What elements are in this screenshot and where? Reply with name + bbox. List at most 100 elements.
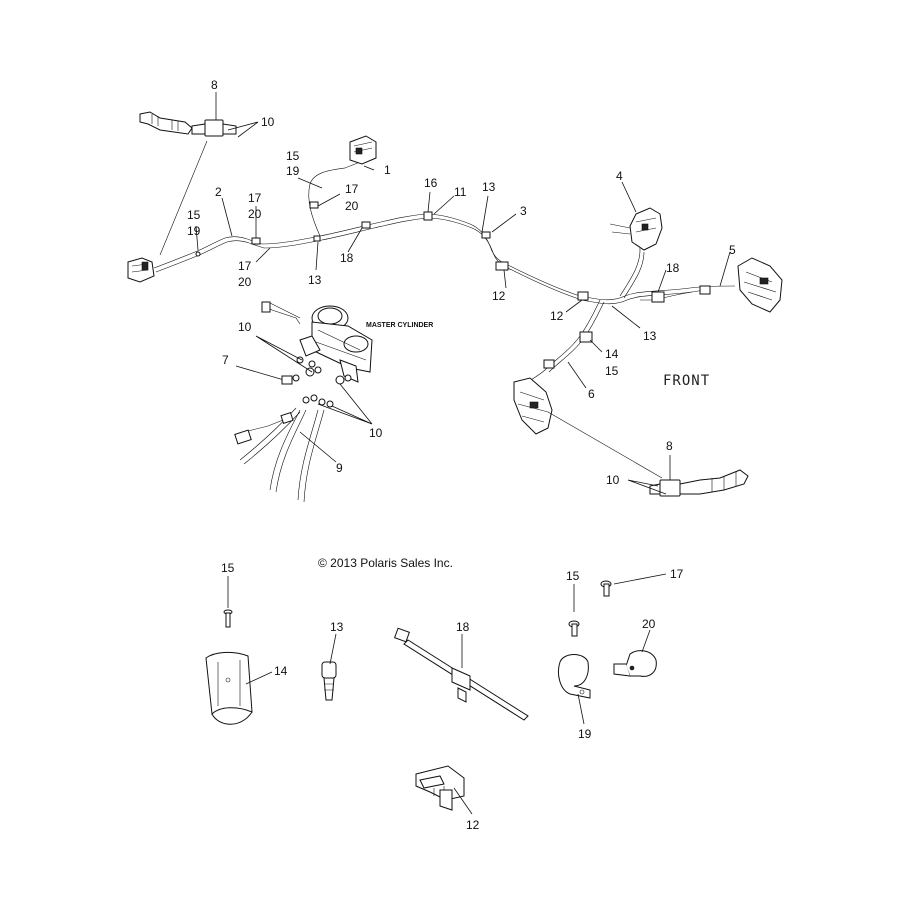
copyright-text: © 2013 Polaris Sales Inc. [318,556,453,570]
callout-15-c: 15 [605,364,619,378]
leader-19 [577,693,585,725]
clip-13 [321,661,337,701]
screw-17 [600,580,612,597]
callout-18-b: 18 [666,261,680,275]
callout-10-top: 10 [261,115,275,129]
callout-17-b: 17 [248,191,262,205]
callout-15-b: 15 [187,208,201,222]
cable-tie-18 [394,627,529,721]
leader-11 [433,195,455,215]
leader-10-mc-bottom [317,383,373,425]
leader-9 [299,431,337,463]
loose-part-14-label: 14 [274,664,288,678]
brake-switch-connector-bottom [649,469,749,497]
front-label: FRONT [663,373,710,389]
leader-12 [453,787,473,815]
callout-6: 6 [588,387,595,401]
right-caliper [737,257,783,313]
callout-19-a: 19 [286,164,300,178]
callout-2: 2 [215,185,222,199]
loose-part-13-label: 13 [330,620,344,634]
master-cylinder-fittings [283,356,352,408]
callout-14: 14 [605,347,619,361]
callout-19-b: 19 [187,224,201,238]
callout-10-mc-top: 10 [238,320,252,334]
callout-12-a: 12 [492,289,506,303]
loose-part-15b-label: 15 [566,569,580,583]
leader-12-b [565,299,583,313]
leader-5 [719,251,731,287]
leader-17 [613,573,667,585]
callout-4: 4 [616,169,623,183]
leader-13-b [481,195,489,233]
callout-13-a: 13 [308,273,322,287]
right-top-caliper [609,207,663,251]
loose-part-17-label: 17 [670,567,684,581]
callout-15-a: 15 [286,149,300,163]
leader-7 [235,365,285,381]
leader-6 [567,361,587,389]
callout-3: 3 [520,204,527,218]
top-caliper-sensor [349,135,377,165]
callout-11: 11 [454,185,467,199]
screw-15-left [223,609,233,628]
leader-4 [621,181,637,213]
leader-15-19-b [195,225,199,251]
bracket-clip-12 [415,765,465,811]
callout-20-a: 20 [345,199,359,213]
leader-15-19-a [297,177,323,189]
leader-12-a [503,269,507,289]
left-rear-sensor [127,257,155,283]
bolt-7 [281,375,293,385]
leader-10-bottom [627,479,667,495]
leader-caliper-to-switch [547,411,663,479]
brake-hoses-lower [234,407,325,503]
leader-2 [221,197,233,237]
callout-9: 9 [336,461,343,475]
callout-10-mc-bottom: 10 [369,426,383,440]
callout-17-a: 17 [345,182,359,196]
leader-14-15 [589,339,603,353]
leader-13-a [315,241,319,271]
p-clip-19 [557,654,591,699]
loose-part-12-label: 12 [466,818,480,832]
callout-13-b: 13 [482,180,496,194]
master-cylinder [261,301,373,383]
callout-20-b: 20 [248,207,262,221]
callout-8-bottom: 8 [666,439,673,453]
leader-1 [363,165,375,171]
loose-part-19-label: 19 [578,727,592,741]
callout-10-bottom: 10 [606,473,620,487]
leader-14 [245,671,273,685]
leader-18-b [657,269,667,293]
p-clip-20 [613,650,657,677]
master-cylinder-label: MASTER CYLINDER [366,322,433,329]
brake-switch-connector-top [139,111,237,137]
line-clips [195,201,711,369]
callout-5: 5 [729,243,736,257]
leader-17-20-a [317,193,341,207]
callout-1: 1 [384,163,391,177]
screw-15-right [568,620,580,637]
callout-13-c: 13 [643,329,657,343]
leader-20 [641,629,651,653]
callout-16: 16 [424,176,438,190]
leader-10-mc-top [255,335,313,373]
clamp-14 [205,651,253,725]
brake-line-harness [153,161,736,385]
leader-13 [329,633,337,665]
callout-18-a: 18 [340,251,354,265]
loose-part-20-label: 20 [642,617,656,631]
leader-18-a [347,227,363,253]
loose-part-15-label: 15 [221,561,235,575]
leader-10-top [227,121,259,138]
callout-8-top: 8 [211,78,218,92]
leader-switch-to-caliper [159,140,208,256]
callout-20-c: 20 [238,275,252,289]
callout-17-c: 17 [238,259,252,273]
front-left-caliper [513,377,553,435]
leader-13-c [611,305,641,329]
leader-16 [427,191,431,213]
